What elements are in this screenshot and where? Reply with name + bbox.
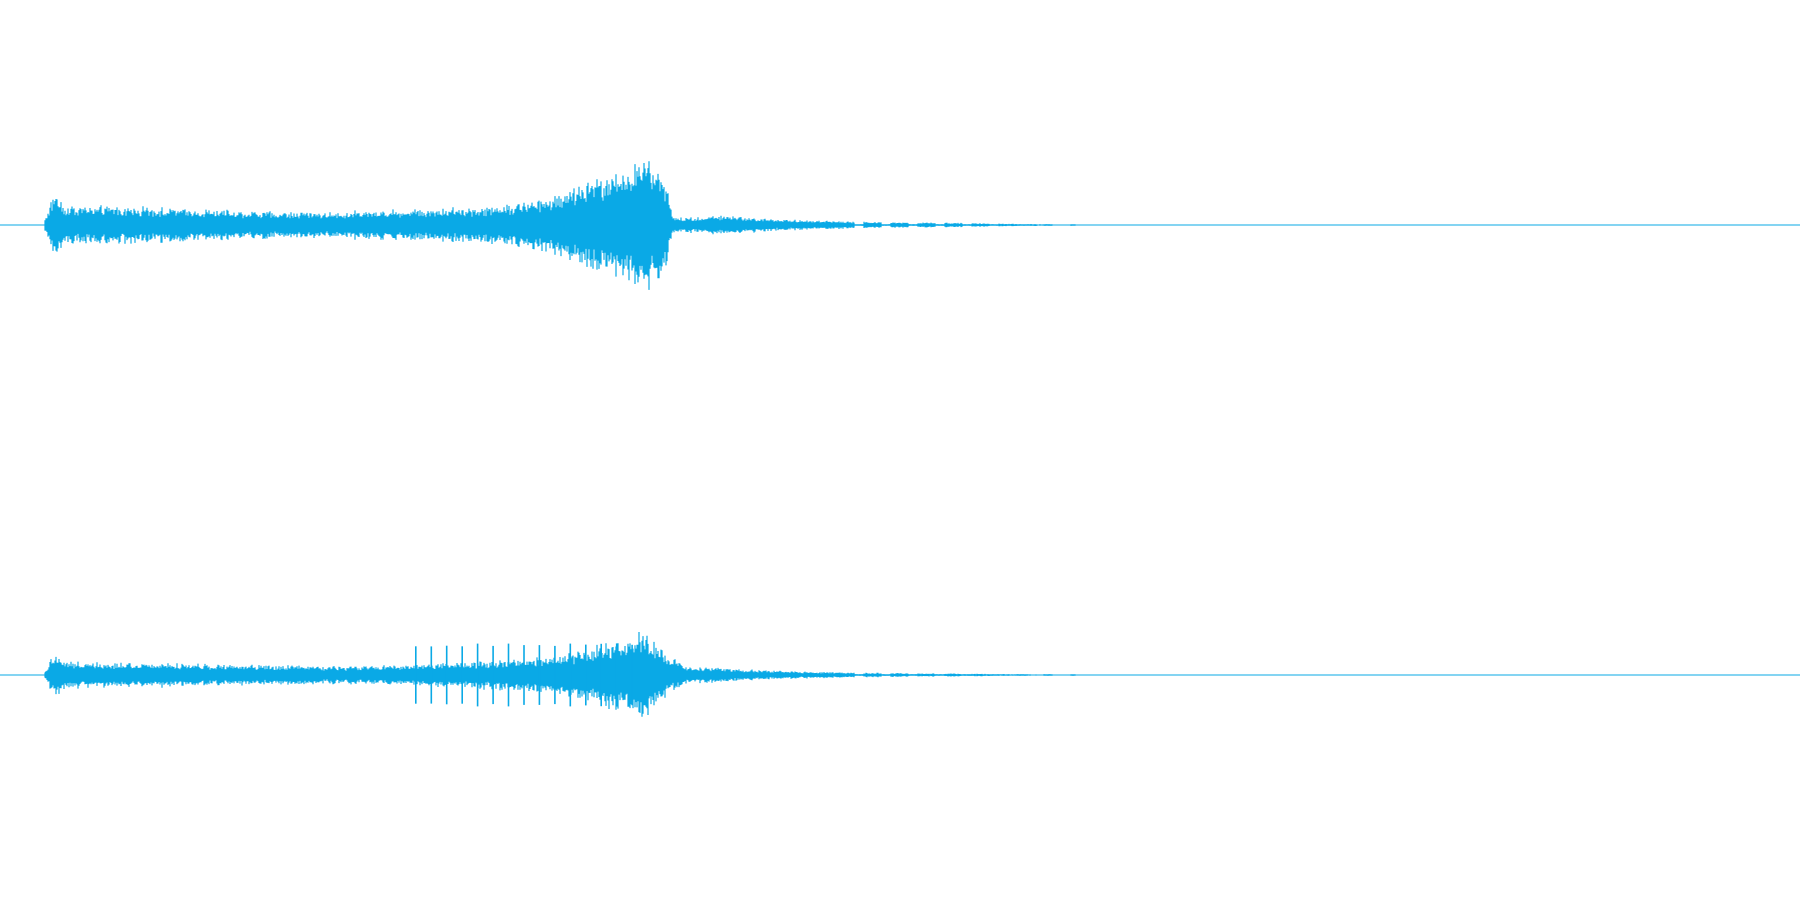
channel-waveform-core — [45, 672, 684, 678]
waveform-channel-1[interactable] — [0, 161, 1800, 290]
waveform-channel-2[interactable] — [0, 632, 1800, 717]
channel-waveform-core — [45, 222, 684, 228]
